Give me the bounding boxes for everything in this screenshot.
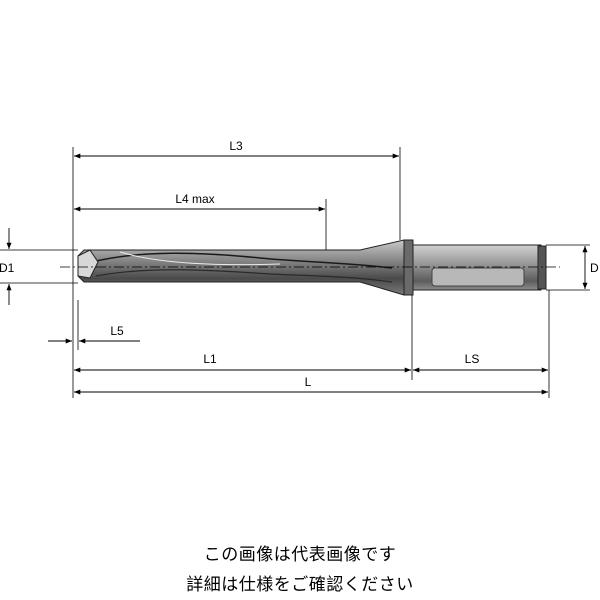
shank-end — [537, 245, 547, 290]
label-l4: L4 max — [175, 192, 214, 206]
drill-flute — [91, 252, 393, 269]
label-l1: L1 — [203, 352, 217, 366]
drill-body — [77, 239, 412, 296]
shank-flat — [431, 267, 525, 287]
drill-tool — [60, 239, 560, 296]
label-ls: LS — [465, 352, 480, 366]
label-l3: L3 — [229, 139, 243, 153]
caption-representative-image: この画像は代表画像です — [203, 545, 397, 565]
caption-check-specs: 詳細は仕様をご確認ください — [186, 575, 414, 595]
label-l: L — [305, 375, 312, 389]
drill-tip — [77, 249, 99, 279]
drill-flute — [95, 269, 393, 283]
label-d: D — [590, 261, 599, 275]
label-d1: D1 — [0, 261, 15, 275]
drill-flute — [119, 251, 281, 266]
extension-lines — [0, 147, 590, 398]
dimension-lines — [6, 153, 588, 395]
drill-flange — [403, 239, 414, 296]
label-l5: L5 — [110, 324, 124, 338]
